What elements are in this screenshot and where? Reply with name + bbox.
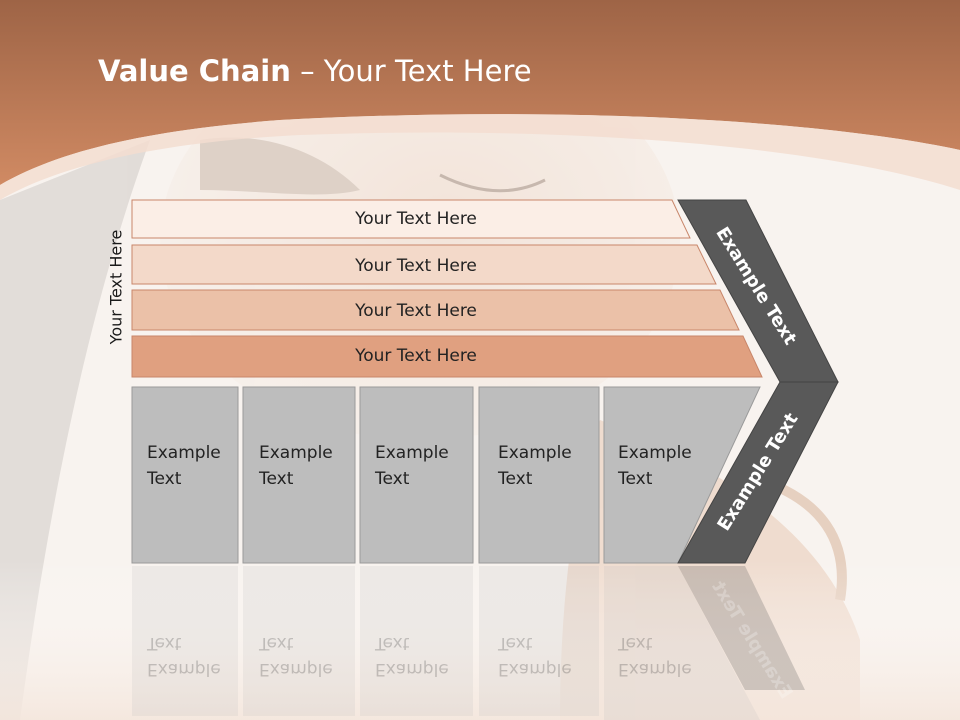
boxes-reflection [132,566,760,720]
band-2-label: Your Text Here [355,256,477,276]
band-3 [131,289,740,331]
band-3-label: Your Text Here [355,301,477,321]
box-1 [131,386,239,564]
margin-chevron-reflection [678,566,805,690]
band-4 [131,335,763,378]
margin-chevron-lower [677,381,839,564]
box-3 [359,386,474,564]
box-4 [478,386,600,564]
title-rest: – Your Text Here [290,54,532,88]
box-2 [242,386,356,564]
band-2 [131,244,717,285]
band-4-label: Your Text Here [355,346,477,366]
slide-title: Value Chain – Your Text Here [98,54,532,88]
band-1-label: Your Text Here [355,209,477,229]
title-bold: Value Chain [98,54,291,88]
band-1 [131,199,691,239]
